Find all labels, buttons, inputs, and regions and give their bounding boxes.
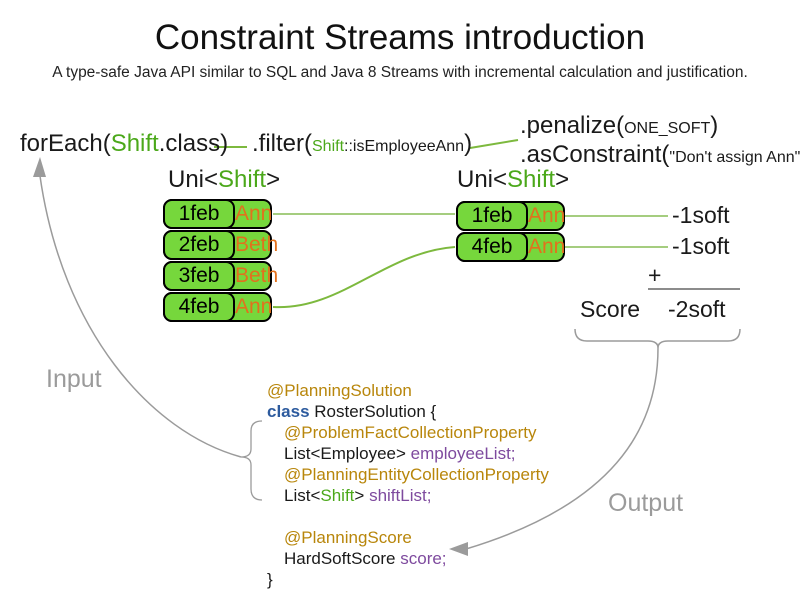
score-brace [574, 328, 741, 349]
code-block: @PlanningSolution class RosterSolution {… [267, 380, 549, 590]
shift-employee-cell: Ann [235, 202, 273, 225]
filter-type: Shift [312, 138, 345, 155]
code-blank-line [267, 506, 549, 527]
penalize-pre: .penalize( [520, 112, 625, 139]
penalize-arg: ONE_SOFT [624, 120, 711, 137]
annotation-token: @PlanningSolution [267, 381, 412, 400]
score-value: -2soft [668, 296, 726, 322]
annotation-token: @PlanningEntityCollectionProperty [284, 465, 549, 484]
table-row: 4feb Ann [163, 292, 272, 322]
uni-post: > [266, 166, 281, 193]
penalty-label: -1soft [672, 233, 730, 259]
uni-pre: Uni< [457, 166, 508, 193]
table-row: 4feb Ann [456, 232, 565, 262]
uni-post: > [555, 166, 570, 193]
table-row: 3feb Beth [163, 261, 278, 291]
uni-type: Shift [218, 166, 267, 193]
foreach-post: .class) [158, 130, 229, 157]
annotation-token: @ProblemFactCollectionProperty [284, 423, 537, 442]
code-line: @ProblemFactCollectionProperty [267, 422, 549, 443]
filter-method-ref: ::isEmployeeAnn [344, 138, 465, 155]
shift-employee-cell: Beth [235, 264, 279, 287]
page-subtitle: A type-safe Java API similar to SQL and … [52, 64, 748, 81]
input-shift-table: 1feb Ann 2feb Beth 3feb Beth 4feb Ann [163, 199, 278, 322]
foreach-type: Shift [110, 130, 159, 157]
field-token: shiftList; [369, 486, 432, 505]
field-token: score; [400, 549, 447, 568]
filter-post: ) [464, 130, 473, 157]
penalize-post: ) [710, 112, 719, 139]
foreach-pre: forEach( [20, 130, 111, 157]
code-line: HardSoftScore score; [267, 548, 549, 569]
filtered-shift-table: 1feb Ann 4feb Ann [456, 201, 565, 262]
shift-date-cell: 4feb [456, 232, 528, 262]
code-line: } [267, 569, 549, 590]
code-line: @PlanningEntityCollectionProperty [267, 464, 549, 485]
code-line: List<Employee> employeeList; [267, 443, 549, 464]
shift-date-cell: 2feb [163, 230, 235, 260]
asconstraint-arg: "Don't assign Ann" [669, 149, 800, 166]
table-row: 2feb Beth [163, 230, 278, 260]
shift-employee-cell: Ann [235, 295, 273, 318]
score-label: Score [580, 296, 641, 322]
type-token: List< [284, 486, 321, 505]
table-row: 1feb Ann [456, 201, 565, 231]
asconstraint-pre: .asConstraint( [520, 141, 670, 168]
left-stream-type-label: Uni<Shift> [168, 166, 280, 194]
asconstraint-expression: .asConstraint("Don't assign Ann") [520, 141, 800, 169]
type-token: HardSoftScore [284, 549, 401, 568]
output-label: Output [608, 489, 684, 517]
code-line: @PlanningSolution [267, 380, 549, 401]
pipeline-connector-line [469, 139, 519, 149]
field-token: employeeList; [410, 444, 516, 463]
uni-pre: Uni< [168, 166, 219, 193]
shift-date-cell: 1feb [163, 199, 235, 229]
code-brace [240, 420, 263, 501]
table-row: 1feb Ann [163, 199, 272, 229]
code-line: class RosterSolution { [267, 401, 549, 422]
row-connector-curve [272, 246, 456, 309]
code-line: @PlanningScore [267, 527, 549, 548]
keyword-token: class [267, 402, 310, 421]
filter-expression: .filter(Shift::isEmployeeAnn) [252, 130, 472, 158]
page-title: Constraint Streams introduction [154, 18, 646, 57]
foreach-expression: forEach(Shift.class) [20, 130, 228, 158]
class-decl-token: RosterSolution { [309, 402, 437, 421]
penalize-expression: .penalize(ONE_SOFT) [520, 112, 718, 140]
shift-date-cell: 1feb [456, 201, 528, 231]
shift-employee-cell: Ann [528, 235, 566, 258]
shift-date-cell: 3feb [163, 261, 235, 291]
shift-employee-cell: Ann [528, 204, 566, 227]
right-stream-type-label: Uni<Shift> [457, 166, 569, 194]
annotation-token: @PlanningScore [284, 528, 412, 547]
type-token: > [354, 486, 370, 505]
uni-type: Shift [507, 166, 556, 193]
shift-employee-cell: Beth [235, 233, 279, 256]
shift-date-cell: 4feb [163, 292, 235, 322]
input-label: Input [46, 365, 102, 393]
filter-pre: .filter( [252, 130, 312, 157]
penalty-label: -1soft [672, 202, 730, 228]
sum-plus-sign: + [648, 262, 662, 288]
closing-brace-token: } [267, 570, 273, 589]
code-line: List<Shift> shiftList; [267, 485, 549, 506]
input-arrowhead-icon [33, 157, 46, 177]
type-token: List<Employee> [284, 444, 411, 463]
shift-type-token: Shift [320, 486, 355, 505]
